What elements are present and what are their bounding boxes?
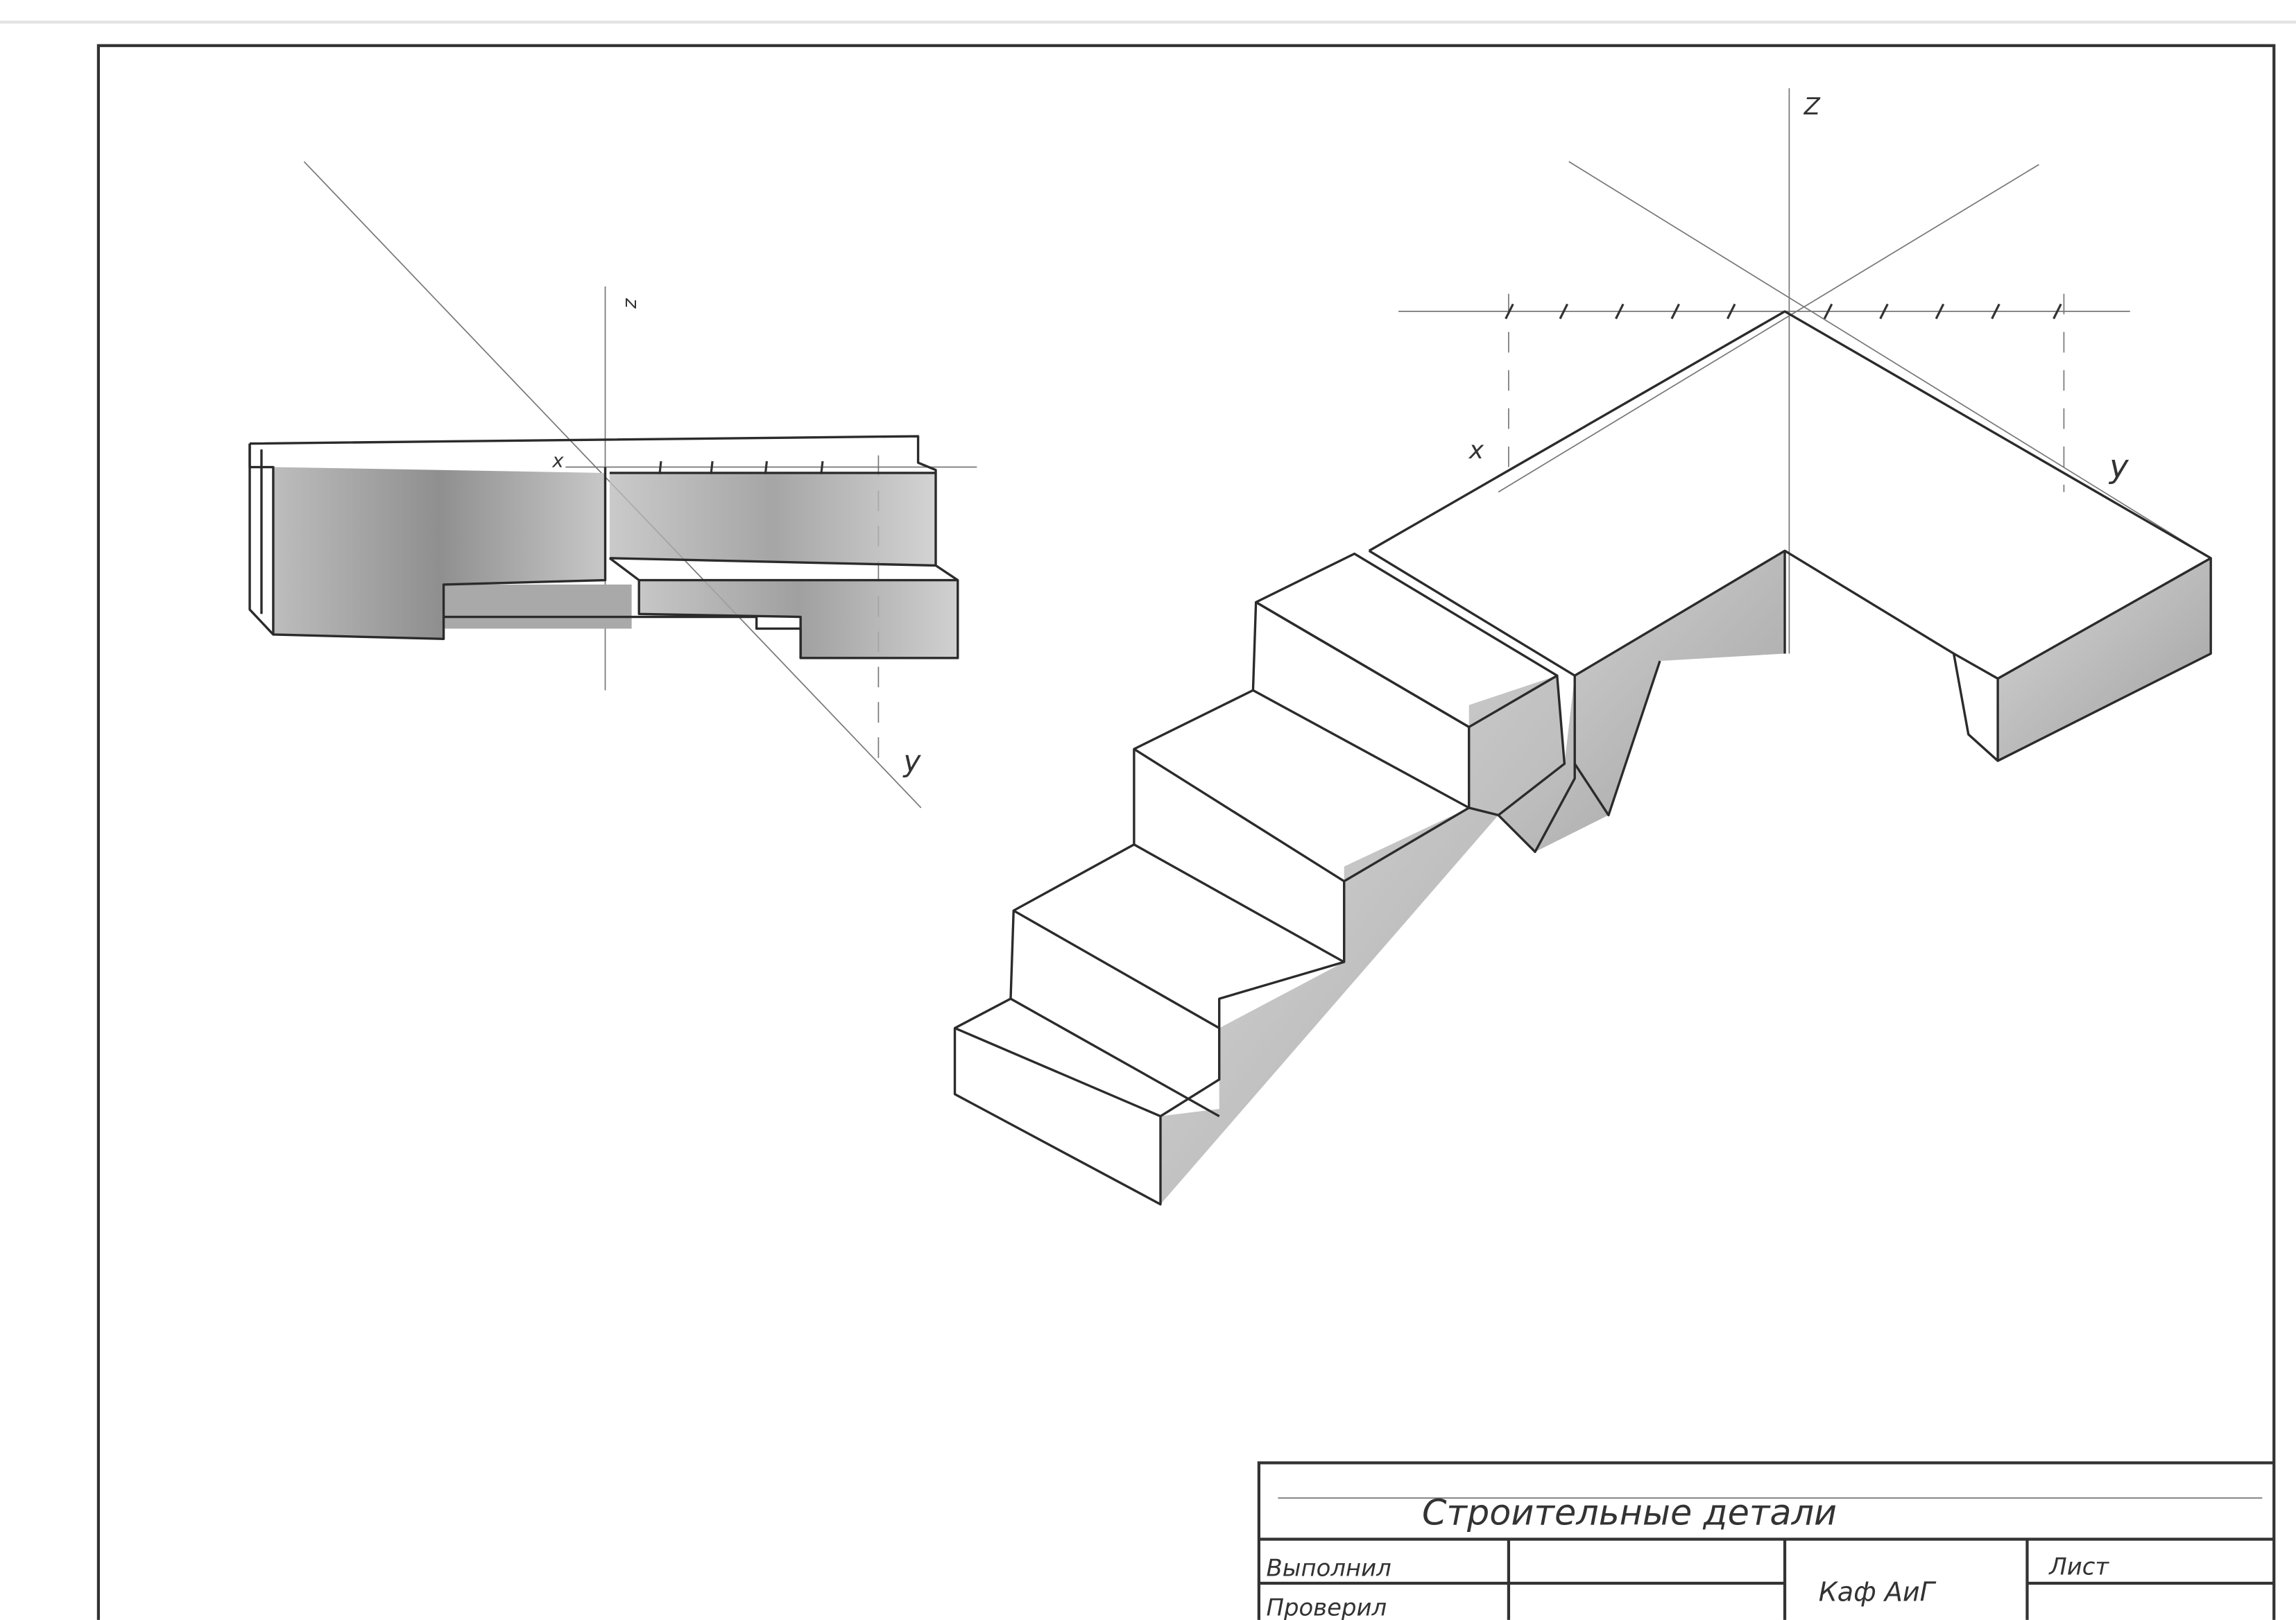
left-axis-z-label: z	[621, 298, 643, 309]
beam-front-face	[273, 467, 606, 639]
right-axis-x-label: x	[1468, 436, 1484, 465]
stair-underside-shade	[1160, 675, 1565, 1205]
performed-by-label: Выполнил	[1266, 1554, 1391, 1581]
left-axis-y-label: y	[902, 744, 921, 778]
checked-by-label: Проверил	[1266, 1594, 1387, 1620]
department-label: Каф АиГ	[1819, 1576, 1937, 1607]
sheet-frame	[96, 44, 2276, 1620]
sheet-label: Лист	[2048, 1553, 2109, 1580]
drawing-title: Строительные детали	[1422, 1492, 1837, 1533]
right-axis-z-label: Z	[1804, 93, 1821, 120]
axis-ticks	[1505, 303, 2062, 320]
title-block: Строительные детали Выполнил Проверил Ка…	[1257, 1461, 2274, 1620]
right-axis-y-label: y	[2108, 447, 2130, 485]
left-isometric-view: z x y	[248, 161, 977, 809]
beam-lower-face	[443, 584, 632, 629]
stair-step-1	[953, 552, 1559, 1206]
beam-right-face	[609, 472, 936, 566]
slab-side-shade	[1998, 558, 2211, 761]
landing-underside-shade	[1498, 551, 1785, 852]
axis-diagonal-1	[1568, 161, 2211, 559]
axis-diagonal-2	[1498, 164, 2039, 493]
left-axis-x-label: x	[551, 450, 564, 472]
right-isometric-view: Z x y	[953, 88, 2212, 1206]
beam-step-face	[639, 580, 958, 658]
